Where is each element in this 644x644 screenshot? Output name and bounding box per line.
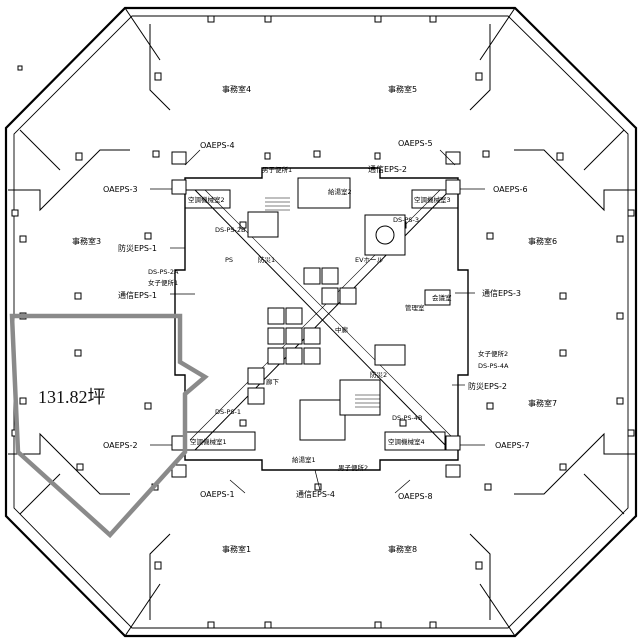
label-bousai-2: 防災EPS-2: [468, 381, 507, 391]
room-label-7: 事務室7: [528, 398, 557, 408]
label-kucho-3: 空調機械室3: [414, 195, 451, 204]
label-oaeps-7: OAEPS-7: [495, 441, 530, 450]
elevator-shafts: [247, 211, 451, 416]
room-label-5: 事務室5: [388, 84, 417, 94]
label-ds-4a: DS-PS-4A: [478, 362, 509, 370]
label-lobby: 中廊: [335, 325, 349, 334]
label-ds-2b: DS-PS-2B: [215, 226, 245, 234]
label-oaeps-5: OAEPS-5: [398, 139, 433, 148]
label-kyutou-1: 給湯室1: [292, 455, 316, 464]
stairs: [265, 197, 380, 408]
room-label-6: 事務室6: [528, 236, 557, 246]
label-mens-2: 男子便所2: [338, 463, 368, 472]
label-corridor: 廊下: [266, 377, 280, 386]
label-oaeps-2: OAEPS-2: [103, 441, 138, 450]
label-mens-1: 男子便所1: [262, 165, 292, 174]
label-ds-1: DS-PS-1: [215, 408, 241, 416]
room-label-4: 事務室4: [222, 84, 251, 94]
highlighted-area-label: 131.82坪: [38, 387, 106, 407]
label-ds-3: DS-PS-3: [393, 216, 419, 224]
label-kyutou-2: 給湯室2: [328, 187, 352, 196]
label-kucho-4: 空調機械室4: [388, 437, 425, 446]
label-ds-2a: DS-PS-2A: [148, 268, 179, 276]
building-inner-outline: [13, 15, 629, 629]
label-womens-1: 女子便所1: [148, 278, 178, 287]
room-label-1: 事務室1: [222, 544, 251, 554]
label-kucho-2: 空調機械室2: [188, 195, 225, 204]
oaeps-boxes: [171, 151, 461, 478]
room-label-8: 事務室8: [388, 544, 417, 554]
label-oaeps-4: OAEPS-4: [200, 141, 235, 150]
label-tsushin-1: 通信EPS-1: [118, 290, 157, 300]
label-tsushin-2: 通信EPS-2: [368, 164, 407, 174]
label-kasai: 会議室: [432, 293, 452, 302]
core: [174, 167, 469, 471]
label-oaeps-1: OAEPS-1: [200, 490, 235, 499]
label-elev-hall: EVホール: [355, 256, 384, 264]
label-tsushin-4: 通信EPS-4: [296, 489, 335, 499]
label-pipe: PS: [225, 256, 233, 264]
label-womens-2: 女子便所2: [478, 349, 508, 358]
label-kucho-1: 空調機械室1: [190, 437, 227, 446]
label-bousai-1: 防災EPS-1: [118, 243, 157, 253]
label-oaeps-6: OAEPS-6: [493, 185, 528, 194]
label-ds-4b: DS-PS-4B: [392, 414, 422, 422]
corner-structures: [8, 7, 636, 637]
highlighted-area-outline: [9, 313, 209, 539]
leader-lines: [150, 149, 485, 494]
label-kanri: 管理室: [405, 303, 425, 312]
label-oaeps-3: OAEPS-3: [103, 185, 138, 194]
label-oaeps-8: OAEPS-8: [398, 492, 433, 501]
label-bosai-1: 防災1: [258, 255, 275, 264]
label-tsushin-3: 通信EPS-3: [482, 288, 521, 298]
label-bosai-2: 防災2: [370, 370, 387, 379]
room-label-3: 事務室3: [72, 236, 101, 246]
